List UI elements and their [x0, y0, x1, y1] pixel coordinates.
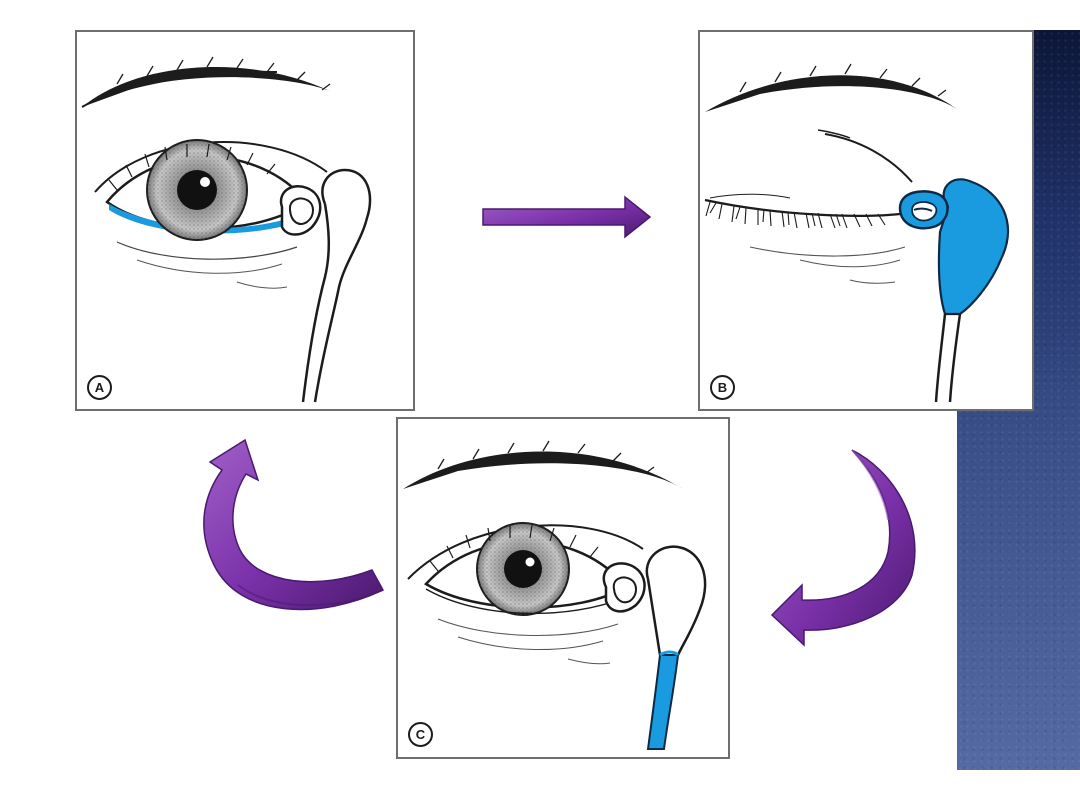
pupil — [177, 170, 217, 210]
lacrimal-sac-outline — [313, 168, 372, 403]
lacrimal-sac-outline — [645, 545, 707, 656]
canaliculus-loop — [602, 562, 646, 613]
canaliculus-loop — [279, 185, 322, 236]
arrow-right-icon — [482, 195, 652, 239]
curved-arrow-icon — [770, 449, 916, 647]
tear-lake-fluid — [109, 204, 309, 234]
eye-drawing-open-tear-lake — [81, 56, 372, 403]
pupil — [504, 550, 542, 588]
curved-arrow-icon — [203, 438, 385, 611]
eyebrow — [705, 75, 958, 112]
panel-c: C — [396, 417, 730, 759]
nasolacrimal-duct — [934, 313, 947, 403]
nasolacrimal-duct-draining — [646, 654, 680, 750]
lacrimal-sac-filled — [937, 178, 1010, 316]
panel-b: B — [698, 30, 1034, 411]
eyebrow — [403, 451, 683, 489]
eyebrow — [82, 66, 332, 107]
panel-a: A — [75, 30, 415, 411]
panel-label-a: A — [87, 375, 112, 400]
panel-label-c: C — [408, 722, 433, 747]
eye-drawing-closed-sac-filled — [704, 63, 1010, 403]
panel-label-b: B — [710, 375, 735, 400]
eye-drawing-open-duct-draining — [403, 440, 707, 750]
closed-lid-line — [704, 198, 901, 217]
